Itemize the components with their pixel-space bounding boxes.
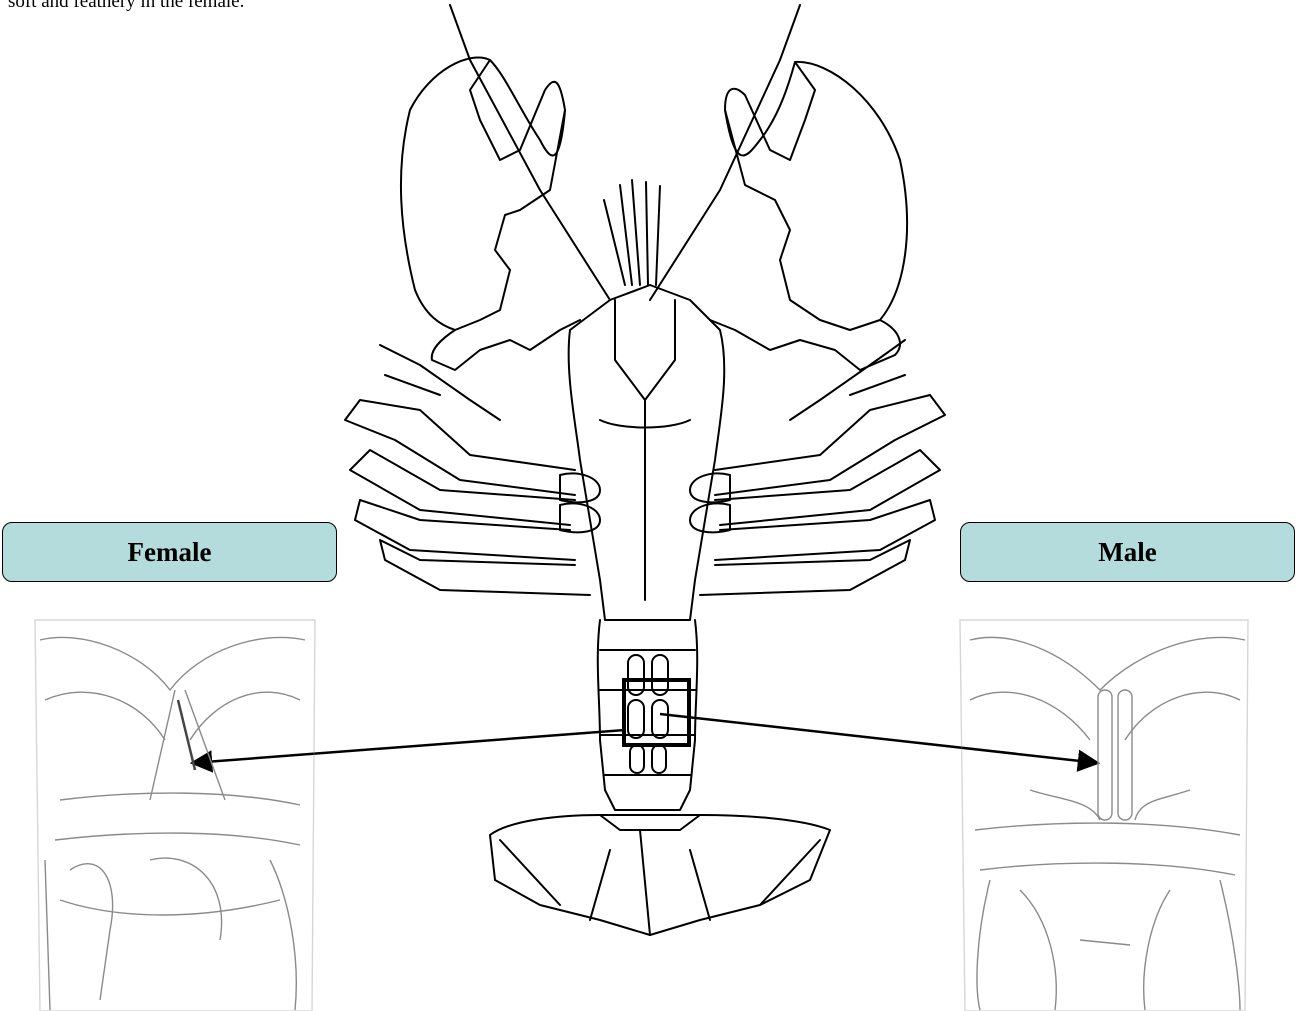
female-arrow: [192, 730, 625, 763]
male-arrow: [660, 714, 1098, 763]
male-underside-sketch: [960, 620, 1248, 1011]
female-label-box: Female: [2, 522, 337, 582]
male-label-box: Male: [960, 522, 1295, 582]
lobster-illustration: [345, 5, 945, 935]
female-underside-sketch: [35, 620, 315, 1011]
